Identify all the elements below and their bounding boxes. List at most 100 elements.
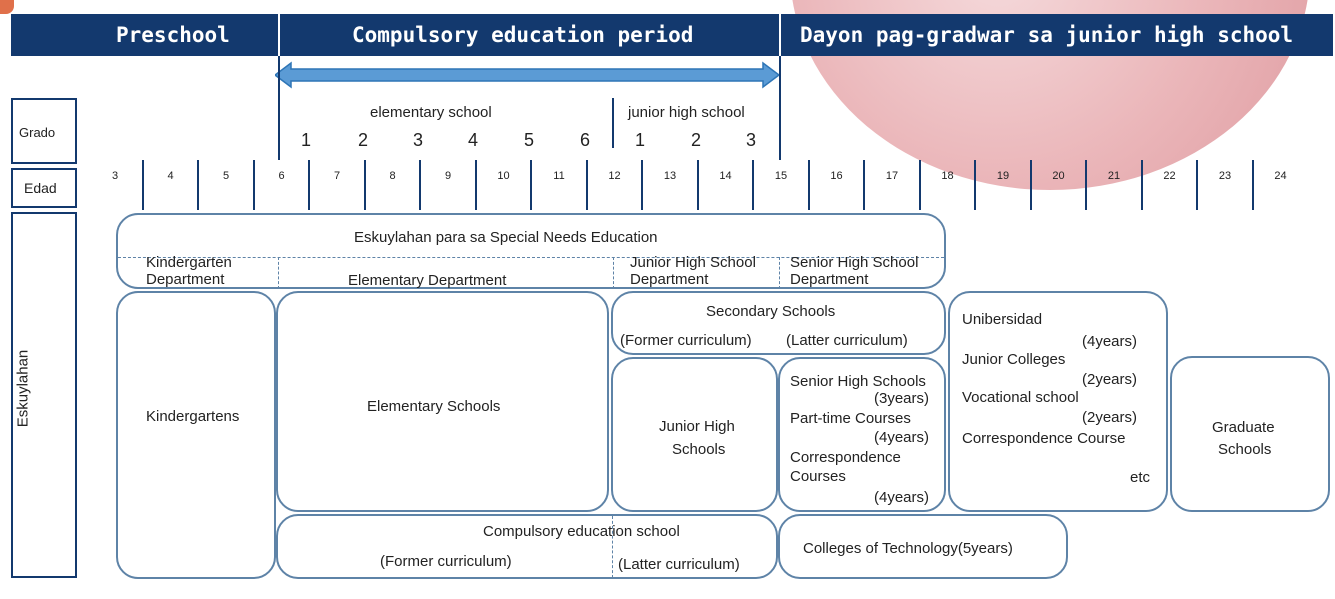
- period-divider: [278, 56, 280, 160]
- grade-number: 2: [357, 130, 368, 150]
- graduate-schools-box: [1170, 356, 1330, 512]
- age-label: 9: [444, 170, 452, 182]
- age-label: 20: [1052, 170, 1065, 182]
- kindergartens-label: Kindergartens: [146, 408, 240, 425]
- jc-years: (2years): [1082, 371, 1138, 388]
- shs-dept-line2: Department: [790, 271, 869, 288]
- age-tick: [974, 160, 976, 210]
- dashed-divider: [118, 257, 944, 258]
- etc-label: etc: [1130, 469, 1151, 486]
- jhs-dept-line1: Junior High School: [630, 254, 756, 271]
- age-tick: [641, 160, 643, 210]
- jc-label: Junior Colleges: [962, 351, 1066, 368]
- colleges-technology-label: Colleges of Technology(5years): [803, 540, 1013, 557]
- grade-number: 1: [300, 130, 311, 150]
- dashed-divider: [613, 257, 614, 289]
- age-tick: [919, 160, 921, 210]
- age-tick: [308, 160, 310, 210]
- age-label: 5: [222, 170, 230, 182]
- age-tick: [1030, 160, 1032, 210]
- age-label: 6: [278, 170, 285, 182]
- compulsory-school-box: [276, 514, 778, 579]
- header-compulsory: Compulsory education period: [352, 23, 694, 47]
- age-label: 10: [497, 170, 510, 182]
- age-label: 23: [1218, 170, 1232, 182]
- period-divider: [779, 56, 781, 160]
- age-tick: [586, 160, 588, 210]
- secondary-former: (Former curriculum): [620, 332, 752, 349]
- age-tick: [863, 160, 865, 210]
- age-tick: [475, 160, 477, 210]
- header-divider: [278, 14, 280, 56]
- shs-dept-line1: Senior High School: [790, 254, 919, 271]
- junior-high-schools-box: [611, 357, 778, 512]
- comp-latter: (Latter curriculum): [618, 556, 740, 573]
- header-divider: [779, 14, 781, 56]
- senior-high-line3-years: (4years): [874, 489, 930, 506]
- age-label: 19: [996, 170, 1010, 182]
- dashed-divider: [612, 516, 613, 578]
- age-label: 14: [719, 170, 732, 182]
- age-tick: [1196, 160, 1198, 210]
- grade-label-junior-high: junior high school: [628, 104, 745, 121]
- age-label: 13: [663, 170, 677, 182]
- grade-number: 3: [745, 130, 756, 150]
- age-label: 4: [167, 170, 174, 182]
- age-label: 12: [608, 170, 621, 182]
- senior-high-line3a: Correspondence: [790, 449, 901, 466]
- compulsory-school-label: Compulsory education school: [483, 523, 680, 540]
- elem-dept: Elementary Department: [348, 272, 507, 289]
- secondary-latter: (Latter curriculum): [786, 332, 908, 349]
- age-tick: [1141, 160, 1143, 210]
- grade-number: 5: [523, 130, 534, 150]
- junior-high-line2: Schools: [672, 441, 726, 458]
- row-label-grado: Grado: [11, 98, 77, 164]
- senior-high-line1: Senior High Schools: [790, 373, 926, 390]
- age-label: 21: [1107, 170, 1121, 182]
- age-tick: [364, 160, 366, 210]
- grade-label-elementary: elementary school: [370, 104, 492, 121]
- grade-number: 3: [412, 130, 423, 150]
- kinder-dept-line2: Department: [146, 271, 225, 288]
- secondary-schools-label: Secondary Schools: [706, 303, 836, 320]
- jhs-dept-line2: Department: [630, 271, 709, 288]
- grade-number: 2: [690, 130, 701, 150]
- age-tick: [197, 160, 199, 210]
- age-tick: [697, 160, 699, 210]
- colleges-technology-box: [778, 514, 1068, 579]
- age-tick: [1085, 160, 1087, 210]
- special-needs-title: Eskuylahan para sa Special Needs Educati…: [354, 229, 658, 246]
- dashed-divider: [779, 257, 780, 289]
- senior-high-line2-years: (4years): [874, 429, 930, 446]
- voc-years: (2years): [1082, 409, 1138, 426]
- row-label-edad: Edad: [11, 168, 77, 208]
- dashed-divider: [278, 257, 279, 289]
- age-tick: [808, 160, 810, 210]
- age-tick: [419, 160, 421, 210]
- higher-education-box: [948, 291, 1168, 512]
- graduate-line2: Schools: [1218, 441, 1272, 458]
- age-tick: [530, 160, 532, 210]
- elementary-schools-label: Elementary Schools: [367, 398, 501, 415]
- age-label: 11: [553, 170, 565, 182]
- age-label: 7: [333, 170, 341, 182]
- age-label: 3: [111, 170, 119, 182]
- header-after-jhs: Dayon pag-gradwar sa junior high school: [800, 23, 1294, 47]
- decorative-blob-small: [0, 0, 14, 14]
- elementary-schools-box: [276, 291, 609, 512]
- senior-high-line3b: Courses: [790, 468, 846, 485]
- univ-label: Unibersidad: [962, 311, 1043, 328]
- age-label: 24: [1274, 170, 1287, 182]
- corr-label: Correspondence Course: [962, 430, 1126, 447]
- header-preschool: Preschool: [116, 23, 230, 47]
- secondary-schools-box: [611, 291, 946, 355]
- senior-high-line1-years: (3years): [874, 390, 930, 407]
- age-label: 17: [885, 170, 899, 182]
- age-tick: [752, 160, 754, 210]
- header-band: [11, 14, 1333, 56]
- voc-label: Vocational school: [962, 389, 1079, 406]
- row-label-eskuylahan: Eskuylahan: [11, 212, 77, 578]
- grade-number: 6: [579, 130, 590, 150]
- grade-number: 4: [467, 130, 478, 150]
- special-needs-box: [116, 213, 946, 289]
